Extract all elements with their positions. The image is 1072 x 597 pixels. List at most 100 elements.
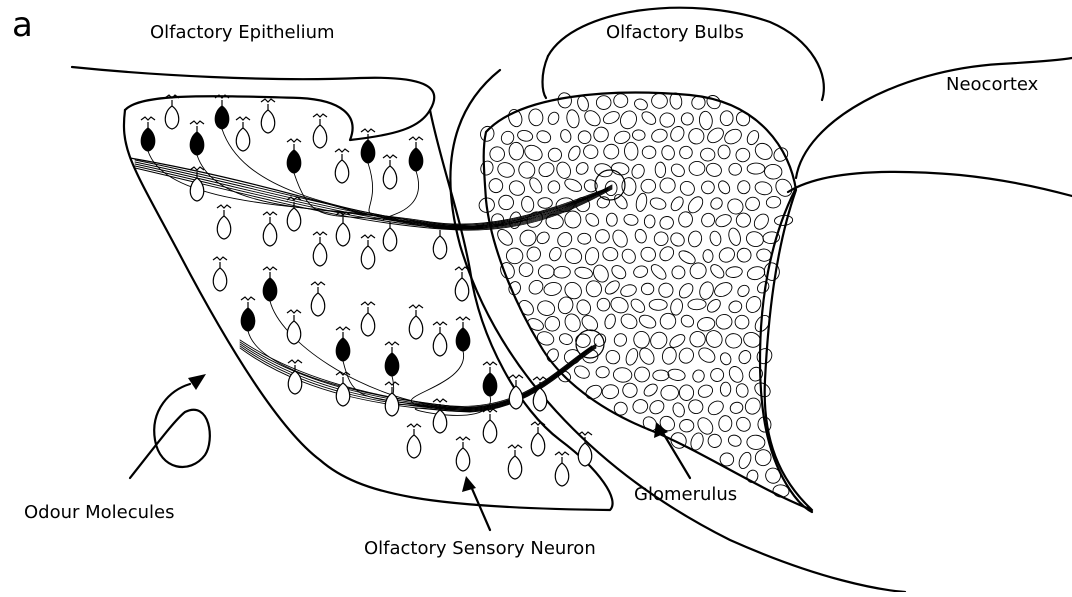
glomerular-cell: [677, 346, 697, 366]
glomerular-cell: [634, 228, 649, 244]
glomerular-cell: [696, 316, 716, 332]
glomerular-cell: [603, 348, 622, 367]
glomerular-cell: [602, 247, 618, 262]
glomerular-cell: [566, 144, 582, 162]
glomerular-cell: [706, 432, 724, 450]
label-glomerulus: Glomerulus: [634, 486, 737, 504]
glomerular-cell: [752, 140, 775, 163]
glomerular-cell: [661, 346, 678, 366]
glomerular-cell: [696, 345, 718, 365]
glomerular-cell: [526, 246, 542, 263]
sensory-neuron: [531, 422, 545, 456]
sensory-neuron: [409, 305, 423, 339]
glomerular-cell: [659, 112, 675, 128]
glomerular-cell: [596, 96, 611, 110]
glomerular-cell: [764, 164, 782, 179]
glomerular-cell: [637, 313, 658, 331]
sensory-neuron: [141, 117, 155, 151]
sensory-neuron: [287, 310, 301, 344]
sensory-neuron: [336, 327, 350, 361]
sensory-neuron: [385, 382, 399, 416]
glomerular-cell: [506, 248, 523, 265]
glomerular-cell: [629, 296, 648, 315]
glomerular-cell: [679, 385, 693, 401]
glomerular-cell: [562, 312, 583, 334]
glomerular-cell: [507, 178, 528, 198]
label-olfactory-epithelium: Olfactory Epithelium: [150, 24, 335, 42]
glomerular-cell: [650, 127, 669, 144]
glomerular-cell: [705, 161, 723, 178]
glomerular-cell: [669, 298, 684, 316]
bulb-boundary-outline: [450, 70, 905, 592]
glomerular-cell: [632, 264, 649, 279]
glomerular-cell: [612, 331, 629, 348]
glomerular-cell: [591, 124, 612, 145]
odour-molecule-arrow: [130, 374, 210, 478]
sensory-neuron: [483, 362, 497, 396]
glomerular-cell: [718, 145, 730, 159]
sensory-neuron: [509, 375, 523, 409]
glomerular-cell: [557, 92, 573, 109]
glomerulus-pointer-line: [660, 428, 690, 478]
glomerular-cell: [677, 281, 696, 301]
glomerular-cell: [574, 266, 594, 280]
cortex-lower-outline: [788, 172, 1072, 196]
glomerular-cell: [660, 144, 676, 162]
glomerular-cells: [477, 92, 795, 498]
glomerular-cell: [687, 260, 709, 282]
glomerular-cell: [624, 142, 638, 160]
glomerular-cell: [734, 315, 749, 330]
glomerular-cell: [635, 192, 649, 212]
glomerular-cell: [542, 314, 562, 334]
sensory-neuron: [456, 437, 470, 471]
glomerular-cell: [624, 347, 640, 367]
glomerular-cell: [729, 401, 744, 415]
epithelium-outline: [72, 67, 434, 140]
glomerular-cell: [734, 415, 753, 434]
sensory-neuron: [213, 257, 227, 291]
glomerular-cell: [699, 211, 716, 229]
glomerular-cell: [558, 332, 574, 346]
glomerular-cell: [658, 215, 675, 231]
sensory-neuron: [361, 302, 375, 336]
glomerular-cell: [700, 147, 716, 161]
glomerular-cell: [630, 163, 646, 181]
glomerular-cell: [499, 129, 516, 146]
glomerular-cell: [734, 146, 752, 163]
glomerular-cell: [601, 384, 619, 400]
glomerular-cell: [495, 227, 516, 248]
glomerular-cell: [608, 294, 631, 315]
glomerular-cell: [709, 367, 724, 382]
glomerular-cell: [744, 230, 765, 249]
glomerular-cell: [746, 435, 765, 450]
glomerular-cell: [734, 245, 753, 264]
glomerular-cell: [737, 349, 753, 366]
glomerular-cell: [578, 233, 591, 244]
glomerular-cell: [712, 280, 734, 300]
glomerular-cell: [704, 93, 723, 112]
glomerular-cell: [594, 228, 610, 244]
sensory-neuron: [313, 232, 327, 266]
glomerular-cell: [720, 382, 731, 396]
glomerular-cell: [603, 313, 617, 330]
osn-pointer-head: [462, 476, 476, 492]
glomerular-cell: [754, 180, 774, 197]
glomerular-cell: [751, 211, 771, 232]
sensory-neuron: [456, 317, 470, 351]
glomerular-cell: [640, 178, 657, 194]
glomerular-cell: [671, 401, 686, 418]
glomerular-cell: [727, 433, 743, 448]
glomerular-cell: [576, 128, 594, 146]
glomerular-cell: [516, 260, 535, 279]
glomerular-cell: [497, 194, 515, 211]
glomerular-cell: [591, 263, 611, 285]
glomerular-cell: [669, 195, 686, 213]
glomerular-cell: [606, 213, 617, 226]
glomerular-cell: [487, 177, 505, 195]
glomerular-cell: [559, 128, 572, 143]
glomerular-cell: [649, 262, 669, 282]
sensory-neuron: [361, 129, 375, 163]
glomerular-cell: [737, 180, 750, 194]
glomerular-cell: [698, 280, 716, 301]
glomerular-cell: [720, 110, 734, 126]
